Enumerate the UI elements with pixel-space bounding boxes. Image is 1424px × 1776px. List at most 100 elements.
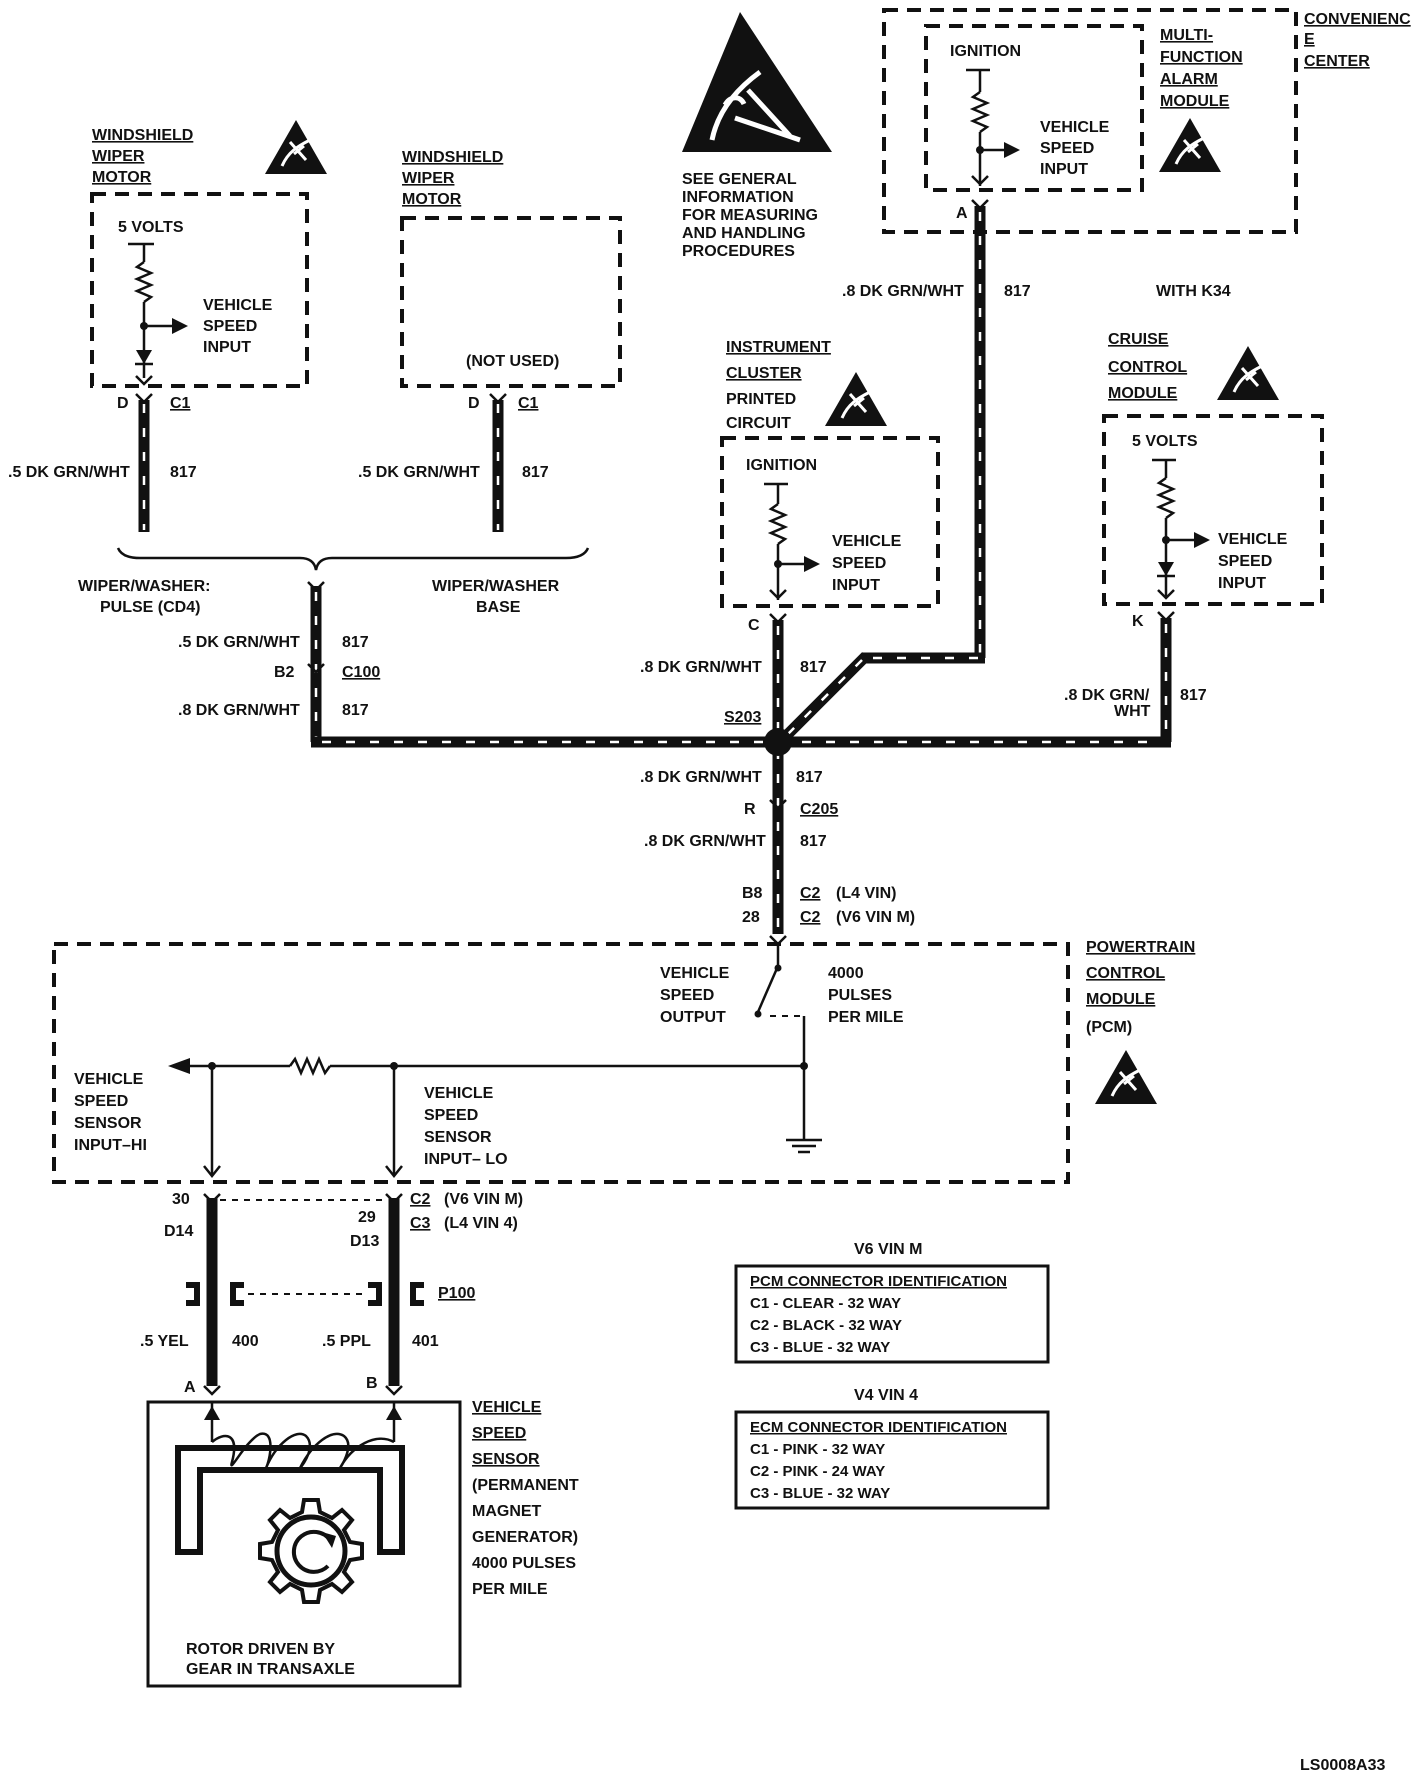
pcm-input-lo: INPUT– LO	[424, 1151, 508, 1168]
cluster-pin: C	[748, 617, 760, 634]
vss-desc: 4000 PULSES	[472, 1555, 576, 1572]
cruise-input: VEHICLE	[1218, 531, 1288, 548]
pcm-conn-l4: C2	[800, 885, 821, 902]
option-bracket: WIPER/WASHER: PULSE (CD4) WIPER/WASHER B…	[78, 547, 590, 616]
pcm-pin-v6: 28	[742, 909, 760, 926]
general-info-line: SEE GENERAL	[682, 171, 797, 188]
arrow-icon	[1194, 532, 1210, 548]
cruise-gauge: WHT	[1114, 703, 1151, 720]
table-row: C2 - BLACK - 32 WAY	[750, 1317, 902, 1334]
esd-warning-icon	[823, 370, 889, 428]
general-info-line: AND HANDLING	[682, 225, 806, 242]
wiper-motor-pulse: WINDSHIELD WIPER MOTOR 5 VOLTS VEHICLE S…	[8, 118, 329, 532]
cruise-circuit: 817	[1180, 687, 1207, 704]
alarm-ignition: IGNITION	[950, 43, 1021, 60]
sensor-variant-l4: (L4 VIN 4)	[444, 1215, 518, 1232]
sensor-variant-v6: (V6 VIN M)	[444, 1191, 523, 1208]
c205-lower-circuit: 817	[800, 833, 827, 850]
alarm-gauge: .8 DK GRN/WHT	[842, 283, 964, 300]
wiper-base-connector: C1	[518, 395, 539, 412]
wiper-motor-base: WINDSHIELD WIPER MOTOR (NOT USED) D C1 .…	[358, 149, 622, 532]
wiper-base-gauge: .5 DK GRN/WHT	[358, 464, 480, 481]
vss-box	[146, 1400, 462, 1688]
connector-table-pcm: V6 VIN M PCM CONNECTOR IDENTIFICATION C1…	[734, 1241, 1050, 1364]
c100-lower-circuit: 817	[342, 702, 369, 719]
arrow-icon	[804, 556, 820, 572]
c205-lower-gauge: .8 DK GRN/WHT	[644, 833, 766, 850]
table-row: C1 - PINK - 32 WAY	[750, 1441, 885, 1458]
sensor-pin-a-pcm: 30	[172, 1191, 190, 1208]
p100-connector	[186, 1282, 424, 1306]
sensor-pin-b-alt: D13	[350, 1233, 379, 1250]
table-row: C3 - BLUE - 32 WAY	[750, 1485, 890, 1502]
sensor-circuit: 30 D14 29 D13 C2 (V6 VIN M) C3 (L4 VIN 4…	[140, 1191, 523, 1396]
wire-a-circuit: 400	[232, 1333, 259, 1350]
vehicle-speed-sensor: ROTOR DRIVEN BY GEAR IN TRANSAXLE VEHICL…	[146, 1399, 579, 1688]
table-heading: V4 VIN 4	[854, 1387, 918, 1404]
alarm-module-title: ALARM	[1160, 71, 1218, 88]
resistor-symbol	[288, 1055, 332, 1077]
with-k34-label: WITH K34	[1156, 283, 1231, 300]
rotor-label: GEAR IN TRANSAXLE	[186, 1661, 355, 1678]
cruise-gauge: .8 DK GRN/	[1064, 687, 1150, 704]
rotor-label: ROTOR DRIVEN BY	[186, 1641, 335, 1658]
wiper-base-title: MOTOR	[402, 191, 462, 208]
c100-upper-circuit: 817	[342, 634, 369, 651]
wiper-base-title: WINDSHIELD	[402, 149, 503, 166]
ground-icon	[786, 1138, 822, 1154]
wiper-base-pin: D	[468, 395, 480, 412]
sensor-pin-b: B	[366, 1375, 378, 1392]
cruise-box	[1102, 414, 1324, 606]
table-row: C3 - BLUE - 32 WAY	[750, 1339, 890, 1356]
esd-warning-icon-large	[682, 12, 832, 152]
c100-segment: .5 DK GRN/WHT 817 B2 C100 .8 DK GRN/WHT …	[178, 581, 380, 742]
c205-pin: R	[744, 801, 756, 818]
alarm-circuit: 817	[1004, 283, 1031, 300]
pcm-input-lo: SENSOR	[424, 1129, 492, 1146]
convenience-title: CONVENIENC	[1304, 11, 1411, 28]
diode-symbol	[136, 350, 152, 364]
p100-label: P100	[438, 1285, 475, 1302]
vss-desc: PER MILE	[472, 1581, 548, 1598]
cruise-input: INPUT	[1218, 575, 1266, 592]
pcm-title: MODULE	[1086, 991, 1156, 1008]
esd-warning-icon	[263, 118, 329, 176]
cruise-title: CONTROL	[1108, 359, 1187, 376]
vss-title: VEHICLE	[472, 1399, 542, 1416]
wiper-pulse-title: WINDSHIELD	[92, 127, 193, 144]
rotor-icon	[258, 1498, 364, 1604]
splice-s203	[764, 728, 792, 756]
alarm-pin: A	[956, 205, 968, 222]
pcm-input-hi: VEHICLE	[74, 1071, 144, 1088]
cluster-title: CLUSTER	[726, 365, 802, 382]
cluster-gauge: .8 DK GRN/WHT	[640, 659, 762, 676]
wiper-pulse-gauge: .5 DK GRN/WHT	[8, 464, 130, 481]
cluster-circuit: 817	[800, 659, 827, 676]
alarm-module-title: MULTI-	[1160, 27, 1213, 44]
vss-desc: (PERMANENT	[472, 1477, 579, 1494]
sensor-conn-l4: C3	[410, 1215, 431, 1232]
pcm-pulses: PER MILE	[828, 1009, 904, 1026]
wire-b-circuit: 401	[412, 1333, 439, 1350]
general-info-line: INFORMATION	[682, 189, 794, 206]
pcm-conn-v6: C2	[800, 909, 821, 926]
general-info-line: FOR MEASURING	[682, 207, 818, 224]
pcm: POWERTRAIN CONTROL MODULE (PCM) VEHICLE …	[52, 935, 1195, 1184]
table-row: C1 - CLEAR - 32 WAY	[750, 1295, 901, 1312]
option-base-label: WIPER/WASHER	[432, 578, 560, 595]
pcm-variant-v6: (V6 VIN M)	[836, 909, 915, 926]
cruise-title: CRUISE	[1108, 331, 1169, 348]
pcm-output: SPEED	[660, 987, 714, 1004]
esd-warning-icon	[1215, 344, 1281, 402]
arrow-icon	[386, 1406, 402, 1420]
wiper-pulse-input: VEHICLE	[203, 297, 273, 314]
pcm-output: OUTPUT	[660, 1009, 726, 1026]
cluster-box	[720, 436, 940, 608]
cruise-input: SPEED	[1218, 553, 1272, 570]
vss-desc: MAGNET	[472, 1503, 542, 1520]
splice-label: S203	[724, 709, 761, 726]
cruise-title: MODULE	[1108, 385, 1178, 402]
table-row: C2 - PINK - 24 WAY	[750, 1463, 885, 1480]
option-base-label: BASE	[476, 599, 521, 616]
